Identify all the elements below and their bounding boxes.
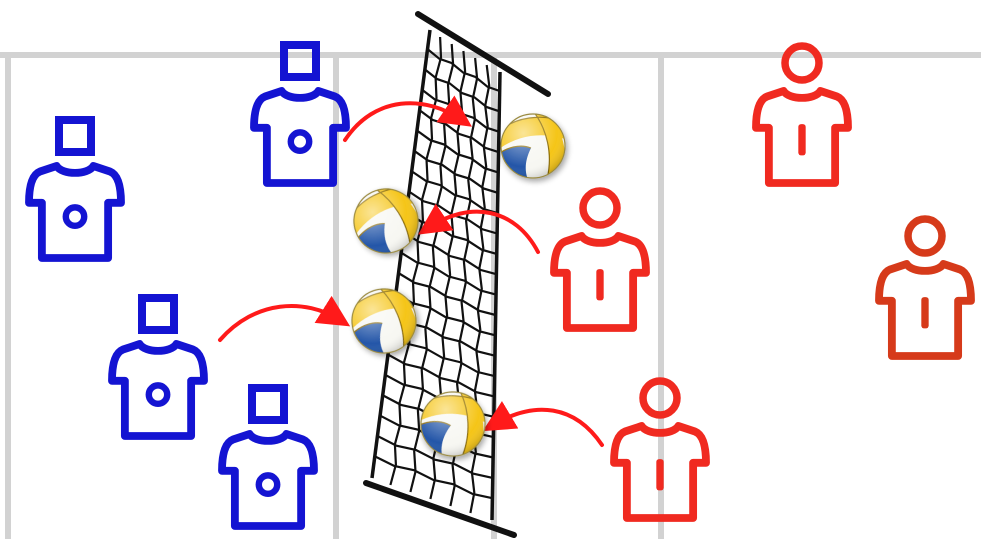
player-head — [142, 298, 174, 330]
blue-player-icon — [254, 45, 346, 183]
player-emblem — [66, 207, 84, 225]
player-shirt — [112, 344, 204, 436]
player-emblem — [149, 385, 167, 403]
blue-player-icon — [29, 120, 121, 258]
player-emblem — [656, 459, 663, 490]
player-emblem — [596, 269, 603, 300]
player-head — [908, 219, 942, 253]
player-emblem — [291, 132, 309, 150]
player-head — [583, 191, 617, 225]
blue-player-icon — [222, 388, 314, 526]
player-emblem — [798, 124, 805, 155]
net — [366, 14, 548, 535]
player-shirt — [29, 166, 121, 258]
player-head — [785, 46, 819, 80]
player-emblem — [921, 297, 928, 328]
player-head — [59, 120, 91, 152]
player-shirt — [222, 434, 314, 526]
player-shirt — [254, 91, 346, 183]
volleyball-icon — [493, 106, 573, 186]
volleyball-icon — [338, 275, 431, 368]
player-emblem — [259, 475, 277, 493]
red-team — [554, 46, 971, 518]
red-player-icon — [879, 219, 971, 356]
red-player-icon — [554, 191, 646, 328]
blue-team — [29, 45, 346, 526]
player-head — [252, 388, 284, 420]
blue-player-icon — [112, 298, 204, 436]
curved-arrow-icon — [220, 306, 340, 340]
curved-arrow-icon — [493, 410, 602, 445]
balls — [335, 106, 573, 470]
player-head — [284, 45, 316, 77]
red-player-icon — [756, 46, 848, 183]
